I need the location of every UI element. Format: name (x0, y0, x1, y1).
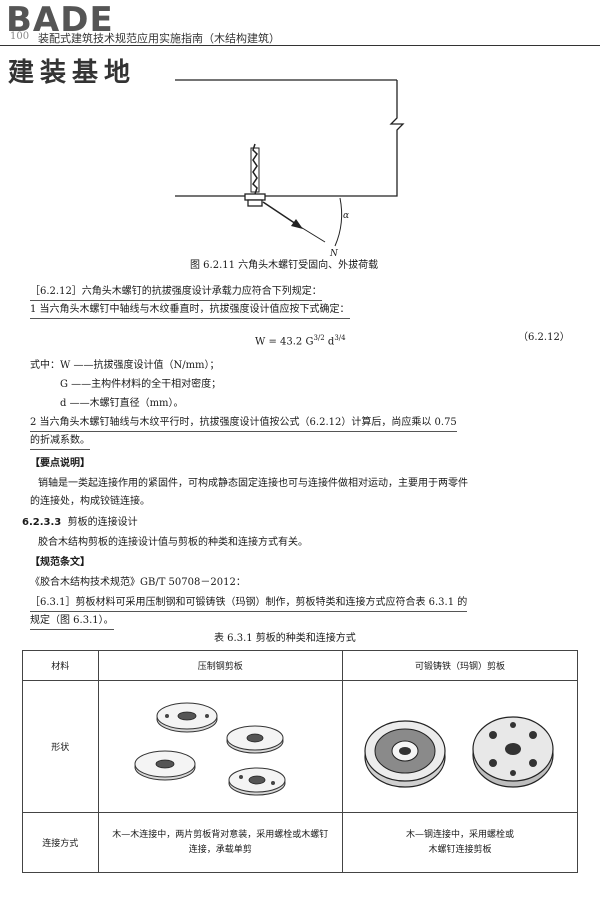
section-heading: 6.2.3.3 剪板的连接设计 (22, 515, 138, 531)
malleable-iron-images (342, 680, 578, 813)
lag-screw (244, 143, 266, 207)
formula-exponent-d: 3/4 (334, 334, 346, 342)
malleable-iron-connection: 木—钢连接中，采用螺栓或 木螺钉连接剪板 (342, 812, 578, 873)
clause-6-2-12-item1: 1 当六角头木螺钉中轴线与木纹垂直时，抗拔强度设计值应按下式确定： (30, 302, 350, 319)
pressed-steel-connection: 木—木连接中，两片剪板背对意装，采用螺栓或木螺钉 连接，承载单剪 (97, 812, 344, 873)
shear-plate-table: 材料 压制钢剪板 可锻铸铁（玛钢）剪板 形状 (22, 650, 578, 873)
pressed-steel-images (97, 680, 344, 813)
formula: W = 43.2 G3/2 d3/4 (255, 330, 346, 350)
pressed-steel-plate-3 (134, 750, 196, 781)
header-material: 材料 (22, 650, 99, 681)
key-points-line1: 销轴是一类起连接作用的紧固件，可构成静态固定连接也可与连接件做相对运动，主要用于… (38, 478, 468, 489)
clause-6-2-12-item2-line2: 的折减系数。 (30, 433, 90, 450)
spec-reference: 《胶合木结构技术规范》GB/T 50708－2012： (30, 577, 246, 588)
key-points-line2: 的连接处，构成铰链连接。 (30, 496, 150, 507)
malleable-iron-plates (364, 716, 554, 788)
formula-exponent-g: 3/2 (313, 334, 325, 342)
clause-6-2-12-heading: ［6.2.12］六角头木螺钉的抗拔强度设计承载力应符合下列规定： (30, 284, 322, 301)
clause-6-2-12-item2-line1: 2 当六角头木螺钉轴线与木纹平行时，抗拔强度设计值按公式（6.2.12）计算后，… (30, 415, 457, 432)
formula-text: W = 43.2 G (255, 336, 314, 348)
formula-d: d (324, 336, 335, 348)
pressed-steel-connection-line1: 木—木连接中，两片剪板背对意装，采用螺栓或木螺钉 (112, 829, 329, 840)
spec-title: 【规范条文】 (30, 557, 90, 568)
page-number: 100 (10, 31, 30, 42)
clause-6-3-1-line2: 规定（图 6.3.1）。 (30, 613, 114, 630)
pressed-steel-plate-2 (226, 725, 284, 754)
angle-arc (334, 197, 343, 247)
malleable-iron-connection-line2: 木螺钉连接剪板 (428, 844, 492, 855)
table-row-shape: 形状 (22, 680, 578, 813)
load-arrow-line (262, 201, 300, 227)
row-label-shape: 形状 (22, 680, 99, 813)
malleable-iron-connection-line1: 木—钢连接中，采用螺栓或 (405, 829, 514, 840)
label-n: N (329, 249, 339, 258)
clause-6-3-1-line1: ［6.3.1］剪板材料可采用压制钢和可锻铸铁（玛钢）制作，剪板特类和连接方式应符… (30, 595, 468, 612)
pressed-steel-connection-line2: 连接，承载单剪 (188, 844, 252, 855)
malleable-iron-plate-2 (472, 716, 554, 788)
header-rule (0, 45, 600, 46)
malleable-iron-plate-1 (364, 720, 446, 788)
label-alpha: α (343, 211, 349, 221)
table-header-row: 材料 压制钢剪板 可锻铸铁（玛钢）剪板 (22, 650, 578, 681)
screw-diagram: N α (175, 79, 405, 258)
timber-outline (175, 79, 405, 197)
brand-logo: BADE (6, 0, 114, 40)
brand-logo-chinese: 建装基地 (8, 58, 137, 88)
where-w: 式中：W ——抗拔强度设计值（N/mm）； (30, 360, 220, 371)
section-title: 剪板的连接设计 (67, 517, 138, 528)
section-body: 胶合木结构剪板的连接设计值与剪板的种类和连接方式有关。 (38, 537, 308, 548)
figure-caption: 图 6.2.11 六角头木螺钉受固向、外拔荷载 (190, 260, 379, 271)
row-label-connection: 连接方式 (22, 812, 99, 873)
force-line (298, 225, 326, 243)
header-pressed-steel: 压制钢剪板 (97, 650, 344, 681)
running-title: 装配式建筑技术规范应用实施指南（木结构建筑） (38, 32, 280, 45)
key-points-title: 【要点说明】 (30, 458, 90, 469)
pressed-steel-plate-1 (156, 702, 218, 733)
section-number: 6.2.3.3 (22, 517, 62, 528)
pressed-steel-plate-4 (228, 767, 286, 796)
header-malleable-iron: 可锻铸铁（玛钢）剪板 (342, 650, 578, 681)
where-g: G ——主构件材料的全干相对密度； (60, 379, 222, 390)
where-d: d ——木螺钉直径（mm）。 (60, 398, 184, 409)
table-row-connection: 连接方式 木—木连接中，两片剪板背对意装，采用螺栓或木螺钉 连接，承载单剪 木—… (22, 812, 578, 873)
pressed-steel-plates (134, 702, 286, 796)
formula-number: （6.2.12） (518, 332, 570, 343)
table-caption: 表 6.3.1 剪板的种类和连接方式 (214, 633, 356, 644)
